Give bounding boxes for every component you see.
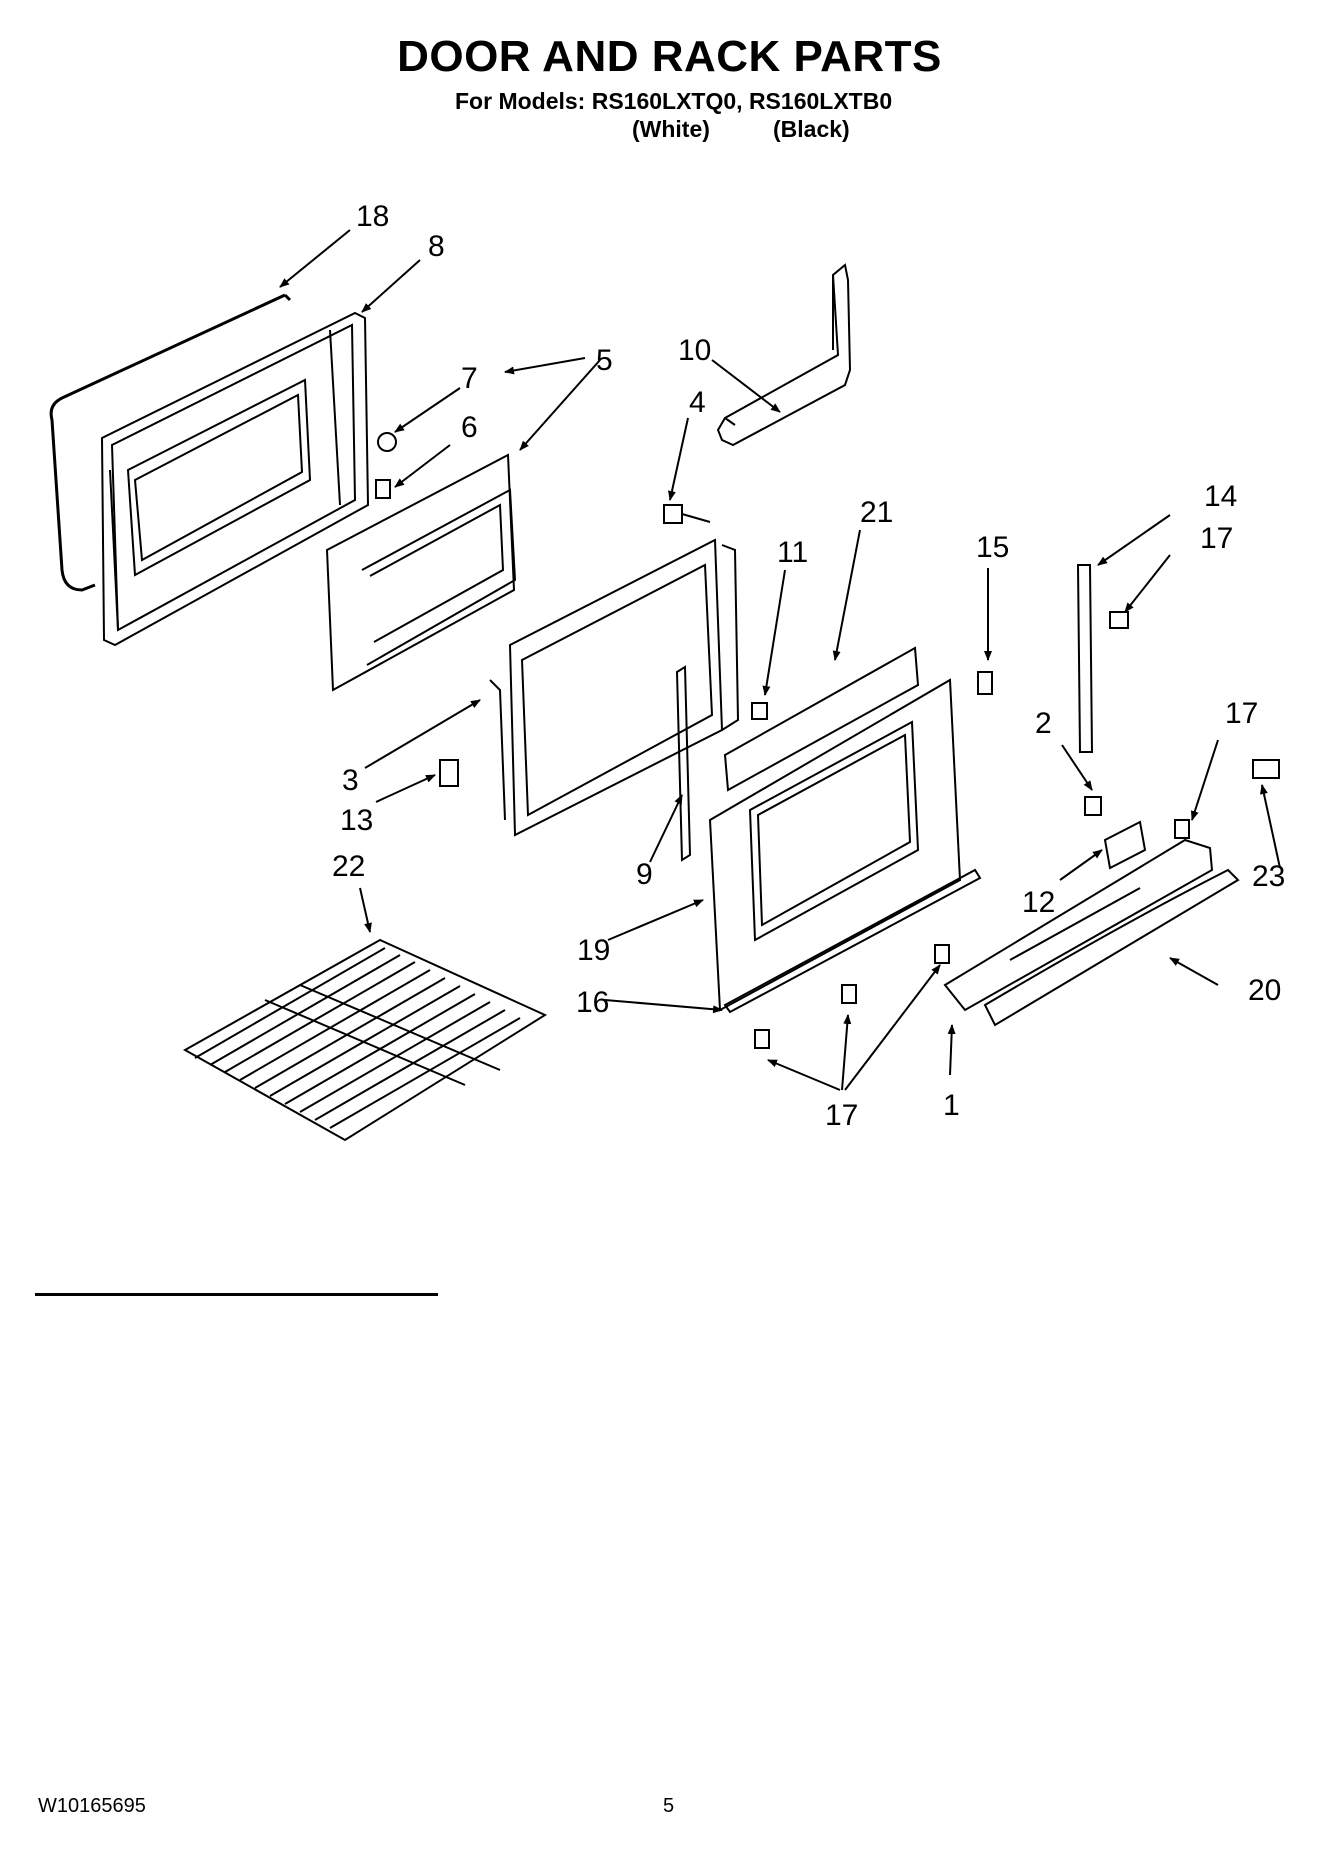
- inner-door-frame-part: [100, 311, 370, 647]
- door-handle-part: [943, 838, 1240, 1027]
- callout-11: 11: [777, 536, 808, 569]
- callout-16: 16: [576, 986, 609, 1019]
- callout-18: 18: [356, 200, 389, 233]
- label-13-part: [439, 759, 459, 787]
- callout-23: 23: [1252, 860, 1285, 893]
- callout-17-b: 17: [1225, 697, 1258, 730]
- callout-7: 7: [461, 362, 478, 395]
- callout-1: 1: [943, 1089, 960, 1122]
- models-line: For Models: RS160LXTQ0, RS160LXTB0: [455, 88, 893, 114]
- hinge-bracket-part: [1084, 796, 1147, 870]
- leader-lines: [279, 229, 1281, 1091]
- hinge-screw-part: [663, 504, 711, 524]
- callout-3: 3: [342, 764, 359, 797]
- callout-13: 13: [340, 804, 373, 837]
- callout-20: 20: [1248, 974, 1281, 1007]
- door-liner-part: [489, 538, 740, 837]
- callout-21: 21: [860, 496, 893, 529]
- callout-14: 14: [1204, 480, 1237, 513]
- divider-rule: [35, 1293, 438, 1296]
- callout-10: 10: [678, 334, 711, 367]
- door-channel-part: [723, 868, 982, 1014]
- callout-22: 22: [332, 850, 365, 883]
- callout-6: 6: [461, 411, 478, 444]
- page-title: DOOR AND RACK PARTS: [397, 32, 942, 81]
- door-gasket-part: [49, 293, 292, 592]
- variant-white-label: (White): [632, 116, 710, 142]
- document-number: W10165695: [38, 1795, 146, 1817]
- callout-2: 2: [1035, 707, 1052, 740]
- side-strip-part: [1076, 564, 1190, 839]
- insulation-part: [723, 646, 920, 792]
- callout-9: 9: [636, 858, 653, 891]
- bottom-screws-part: [754, 944, 950, 1049]
- callout-17-c: 17: [825, 1099, 858, 1132]
- label-15-part: [977, 671, 993, 695]
- callout-5: 5: [596, 344, 613, 377]
- label-23-part: [1252, 759, 1280, 779]
- door-screw-part: [375, 432, 397, 499]
- callout-15: 15: [976, 531, 1009, 564]
- callout-19: 19: [577, 934, 610, 967]
- callout-12: 12: [1022, 886, 1055, 919]
- door-strip-part: [675, 665, 768, 862]
- callout-4: 4: [689, 386, 706, 419]
- outer-door-panel-part: [708, 678, 962, 1012]
- callout-8: 8: [428, 230, 445, 263]
- variant-black-label: (Black): [773, 116, 850, 142]
- callout-labels: 18 8 7 6 5 10 4 21 11 15 14 17 17 2 3 13…: [332, 200, 1285, 1132]
- oven-rack-part: [182, 938, 548, 1142]
- vent-duct-part: [716, 263, 852, 447]
- page-number: 5: [663, 1795, 675, 1817]
- callout-17-a: 17: [1200, 522, 1233, 555]
- door-glass-part: [325, 453, 517, 692]
